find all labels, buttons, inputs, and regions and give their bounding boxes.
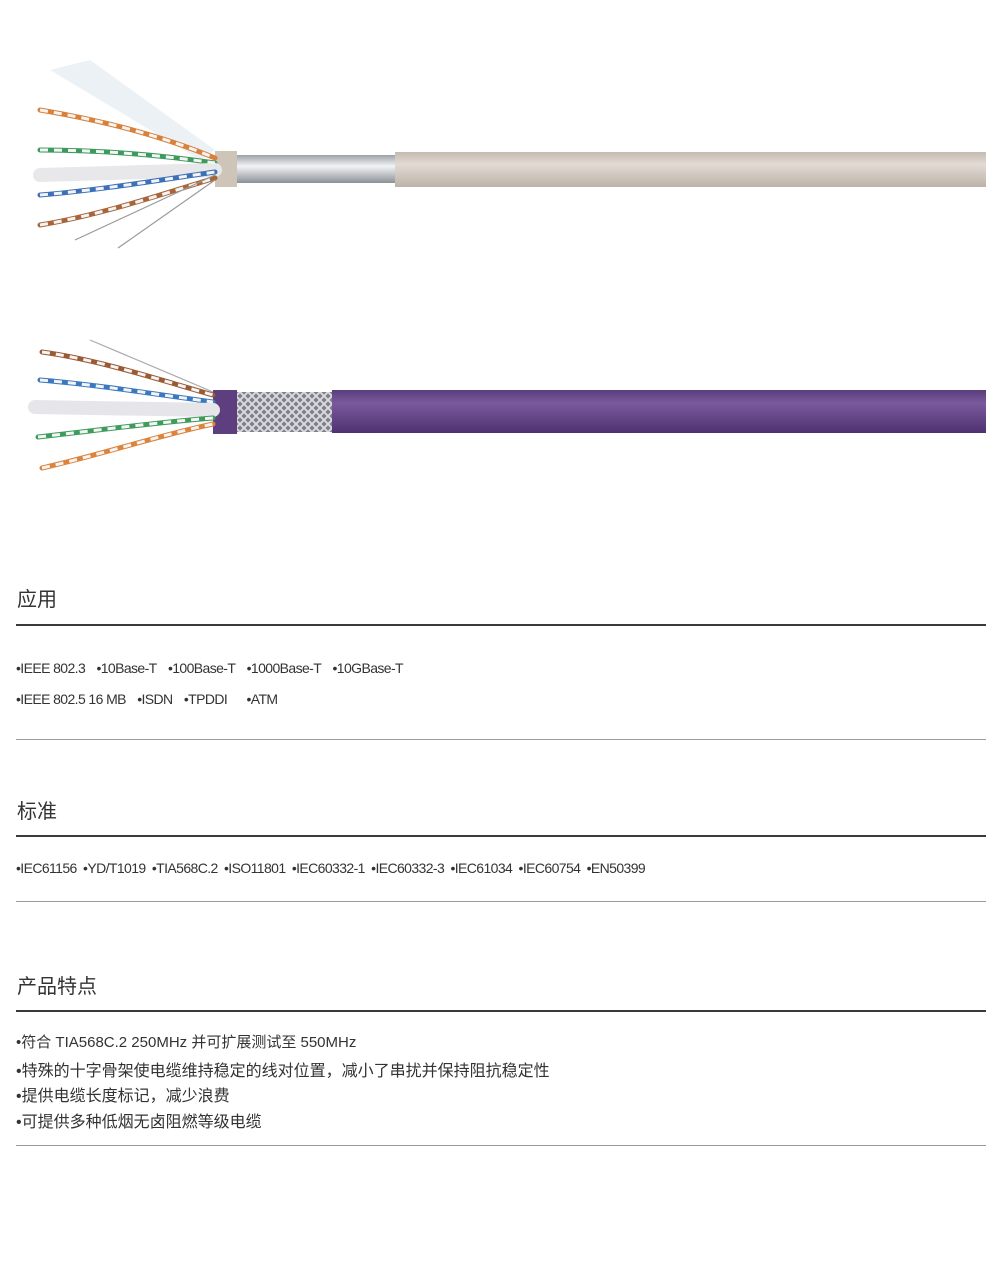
divider [16, 739, 986, 740]
feature-item: •特殊的十字骨架使电缆维持稳定的线对位置，减小了串扰并保持阻抗稳定性 [16, 1063, 550, 1080]
features-heading: 产品特点 [17, 976, 97, 998]
standard-item: •IEC60754 [518, 860, 581, 876]
application-item: •ISDN [137, 691, 173, 707]
application-item: •1000Base-T [246, 660, 322, 676]
feature-item: •可提供多种低烟无卤阻燃等级电缆 [16, 1114, 262, 1131]
feature-item: •符合 TIA568C.2 250MHz 并可扩展测试至 550MHz [16, 1034, 357, 1051]
application-item: •10Base-T [96, 660, 157, 676]
standards-heading: 标准 [17, 801, 57, 823]
divider [16, 1145, 986, 1146]
sftp-cable-image [28, 339, 986, 471]
standard-item: •ISO11801 [224, 860, 286, 876]
standard-item: •TIA568C.2 [151, 860, 218, 876]
applications-row-2: •IEEE 802.5 16 MB •ISDN •TPDDI •ATM [16, 691, 285, 707]
standard-item: •IEC61156 [16, 860, 77, 876]
standard-item: •IEC60332-3 [371, 860, 445, 876]
standard-item: •YD/T1019 [83, 860, 146, 876]
application-item: •IEEE 802.3 [16, 660, 86, 676]
standard-item: •EN50399 [586, 860, 646, 876]
standards-row: •IEC61156 •YD/T1019 •TIA568C.2 •ISO11801… [16, 860, 648, 876]
applications-heading: 应用 [17, 589, 57, 611]
standard-item: •IEC61034 [450, 860, 513, 876]
application-item: •ATM [246, 691, 278, 707]
standard-item: •IEC60332-1 [291, 860, 366, 876]
ftp-cable-image [33, 60, 986, 249]
application-item: •TPDDI [183, 691, 228, 707]
application-item: •100Base-T [167, 660, 236, 676]
application-item: •10GBase-T [332, 660, 404, 676]
divider [16, 901, 986, 902]
divider [16, 835, 986, 837]
applications-row-1: •IEEE 802.3 •10Base-T •100Base-T •1000Ba… [16, 660, 411, 676]
application-item: •IEEE 802.5 16 MB [16, 691, 126, 707]
divider [16, 1010, 986, 1012]
divider [16, 624, 986, 626]
feature-item: •提供电缆长度标记，减少浪费 [16, 1088, 230, 1105]
